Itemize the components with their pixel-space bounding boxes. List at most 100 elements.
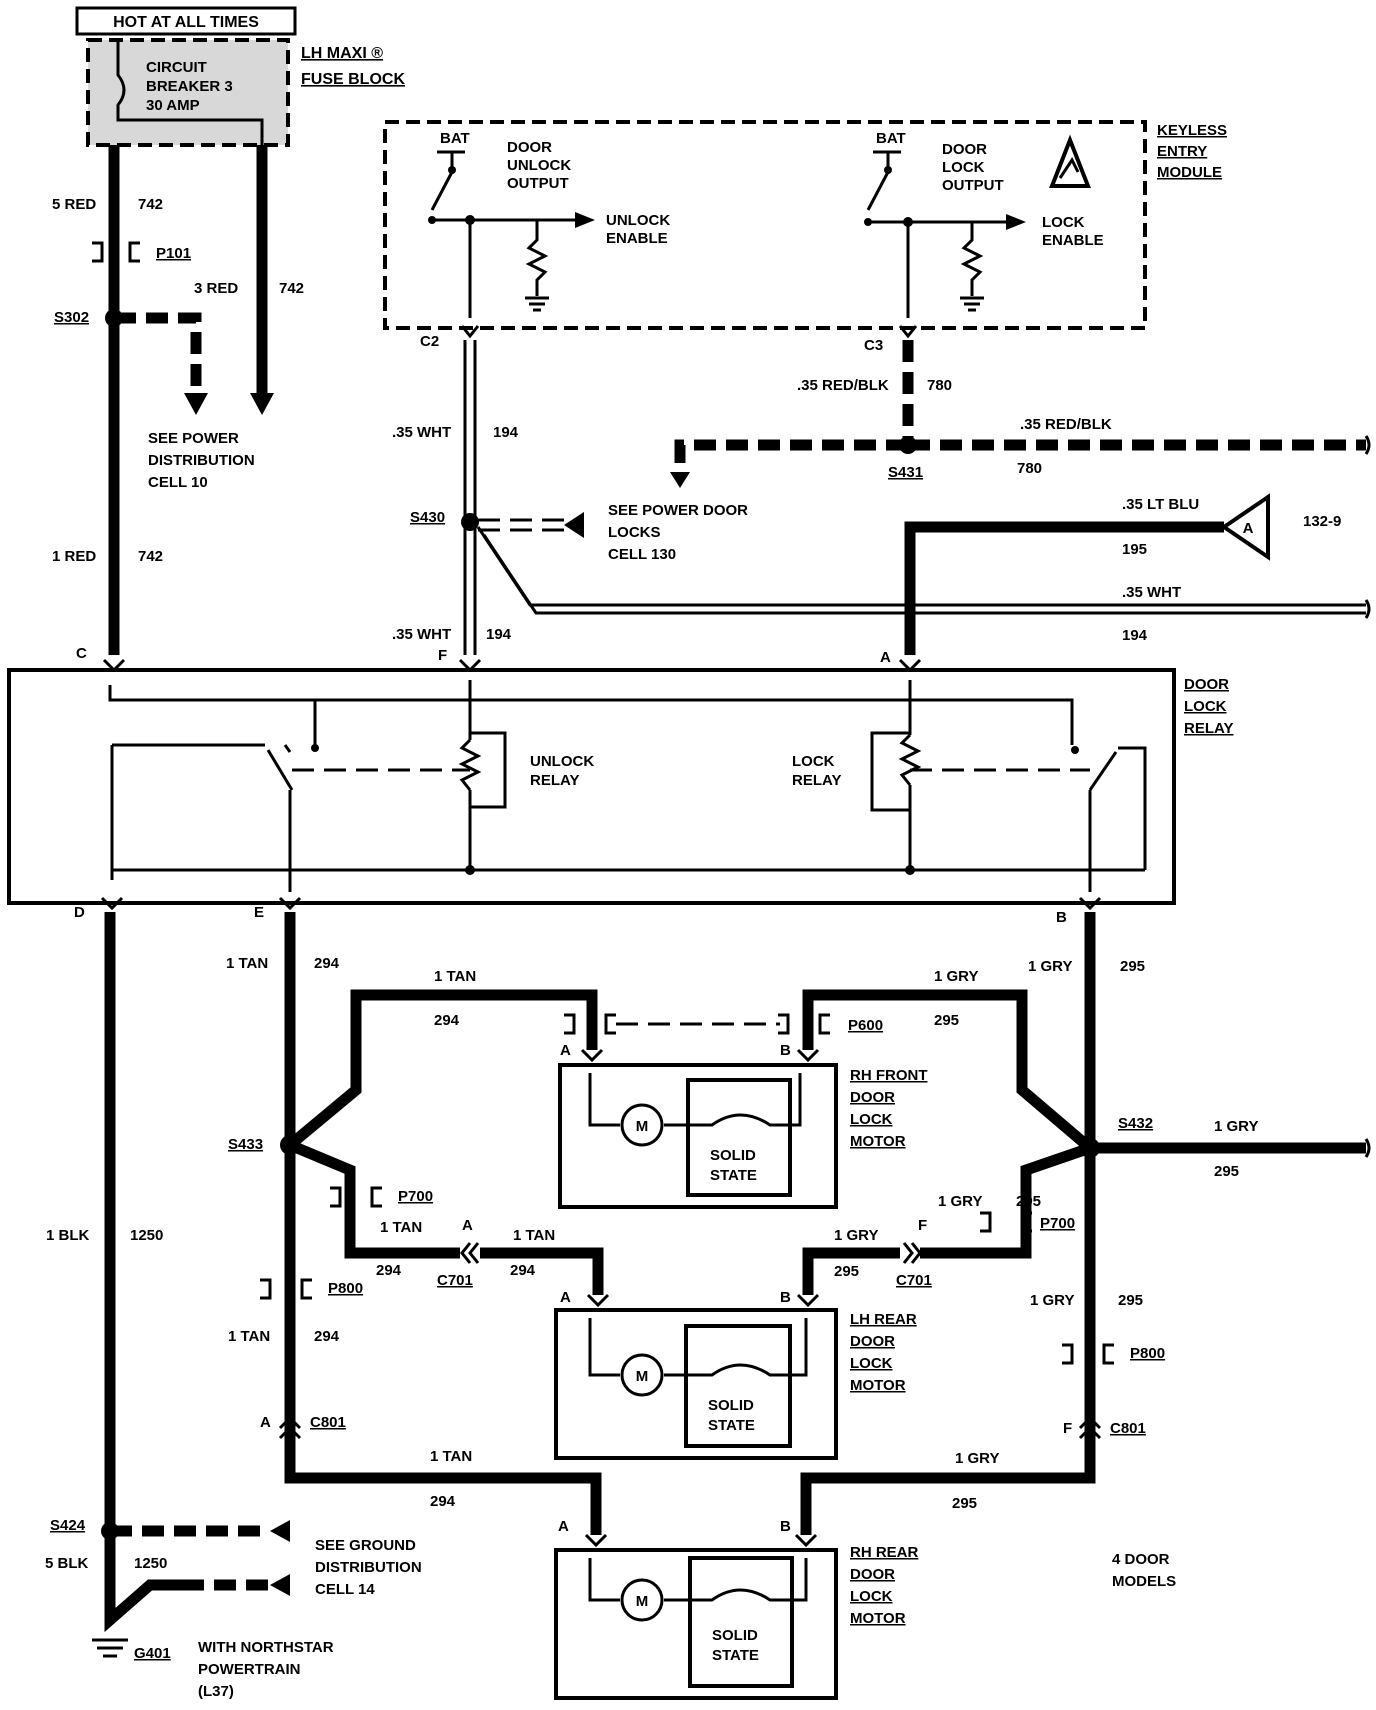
wire-294-rh-front	[286, 989, 598, 1150]
rhf-pin-b: B	[780, 1042, 791, 1059]
lock-resistor	[960, 222, 984, 296]
lock-relay-2: RELAY	[792, 772, 841, 789]
wire-1gry-label-1: 1 GRY	[1028, 958, 1072, 975]
wire-end-780	[1364, 435, 1371, 455]
p800-right-label: P800	[1130, 1345, 1165, 1362]
c701-left-pin: A	[462, 1217, 473, 1234]
lock-output-3: OUTPUT	[942, 177, 1004, 194]
unlock-enable-arrow	[575, 212, 595, 228]
power-door-locks-3: CELL 130	[608, 546, 676, 563]
p800-left-b	[300, 1278, 312, 1300]
conn-c3-label: C3	[864, 337, 883, 354]
wire-294-label-2: 294	[434, 1012, 460, 1029]
hot-label: HOT AT ALL TIMES	[113, 14, 259, 31]
wire-1tan-label-4: 1 TAN	[513, 1227, 555, 1244]
wire-s431-to-locks	[674, 439, 908, 472]
splice-s430	[461, 513, 479, 531]
unlock-relay-1: UNLOCK	[530, 753, 594, 770]
wire-redblk35-label-2: .35 RED/BLK	[1020, 416, 1112, 433]
wire-194-label-1: 194	[493, 424, 519, 441]
wire-194-through	[476, 526, 1366, 615]
wire-1gry-label-3: 1 GRY	[1214, 1118, 1258, 1135]
wire-294-label-3: 294	[376, 1262, 402, 1279]
wire-1tan-label-2: 1 TAN	[434, 968, 476, 985]
lhr-switch-wire	[664, 1318, 808, 1377]
bat-right-label: BAT	[876, 130, 906, 147]
wire-s430-to-locks	[478, 518, 565, 532]
wire-780-label-1: 780	[927, 377, 952, 394]
relay-pin-c-symbol	[102, 658, 126, 673]
relay-bus-top	[108, 685, 1074, 745]
rhf-solid-2: STATE	[710, 1167, 757, 1184]
wire-295-label-7: 295	[952, 1495, 977, 1512]
esd-warning-icon	[1049, 134, 1091, 188]
power-door-locks-2: LOCKS	[608, 524, 661, 541]
relay-pin-b: B	[1056, 909, 1067, 926]
c801-left-label: C801	[310, 1414, 346, 1431]
wire-redblk35-label-1: .35 RED/BLK	[797, 377, 889, 394]
p600-label: P600	[848, 1017, 883, 1034]
wire-s302-branch	[114, 312, 202, 395]
relay-pin-d-symbol	[100, 896, 124, 911]
arrow-s431-locks	[670, 472, 690, 488]
wire-5blk-label: 5 BLK	[45, 1555, 89, 1572]
unlock-relay-2: RELAY	[530, 772, 579, 789]
wire-295-rh-front	[802, 989, 1094, 1153]
rhr-pin-b: B	[780, 1518, 791, 1535]
wire-780-label-2: 780	[1017, 460, 1042, 477]
ref-132-label: 132-9	[1303, 513, 1341, 530]
wire-294-rh-rear	[284, 1440, 602, 1535]
rhr-motor-icon	[620, 1578, 664, 1622]
power-dist-1: SEE POWER	[148, 430, 239, 447]
rhf-name-2: DOOR	[850, 1089, 895, 1106]
bat-right-contact	[884, 166, 892, 174]
ref-a-label: A	[1243, 520, 1254, 537]
wire-294-label-4: 294	[510, 1262, 536, 1279]
lock-enable-2: ENABLE	[1042, 232, 1104, 249]
rhr-name-4: MOTOR	[850, 1610, 906, 1627]
wire-294-label-5: 294	[314, 1328, 340, 1345]
unlock-enable-2: ENABLE	[606, 230, 668, 247]
p800-right-a	[1062, 1343, 1074, 1365]
conn-c3-symbol	[898, 325, 918, 339]
rhr-pin-a: A	[558, 1518, 569, 1535]
c701-left-label: C701	[437, 1272, 473, 1289]
ground-dist-3: CELL 14	[315, 1581, 375, 1598]
rhf-name-4: MOTOR	[850, 1133, 906, 1150]
wire-1red-label: 1 RED	[52, 548, 96, 565]
p600-right-a	[778, 1013, 790, 1035]
wire-195-label: 195	[1122, 541, 1147, 558]
wire-194-label-2: 194	[486, 626, 512, 643]
unlock-output-2: UNLOCK	[507, 157, 571, 174]
arrow-power-dist-1	[184, 393, 208, 415]
rhr-switch-wire	[664, 1558, 808, 1602]
unlock-switch-blade	[430, 171, 454, 211]
relay-pin-d: D	[74, 904, 85, 921]
wire-1tan-label-1: 1 TAN	[226, 955, 268, 972]
rhf-switch-wire	[664, 1073, 802, 1127]
g401-label: G401	[134, 1645, 171, 1662]
wire-295-lh-rear	[802, 1247, 900, 1295]
power-door-locks-1: SEE POWER DOOR	[608, 502, 748, 519]
lhr-pin-a: A	[560, 1289, 571, 1306]
keyless-entry-module	[383, 120, 1147, 330]
wire-end-194	[1364, 599, 1371, 619]
relay-lock-nc-line	[1118, 746, 1147, 870]
p700-left-b	[370, 1186, 382, 1208]
s302-label: S302	[54, 309, 89, 326]
wire-wht35-label-3: .35 WHT	[1122, 584, 1181, 601]
ground-dist-1: SEE GROUND	[315, 1537, 416, 1554]
relay-unlock-contact	[311, 744, 319, 752]
wire-1tan-label-3: 1 TAN	[380, 1219, 422, 1236]
ground-dist-2: DISTRIBUTION	[315, 1559, 422, 1576]
rhf-motor-icon	[620, 1103, 664, 1147]
lh-rear-motor-box	[554, 1308, 838, 1460]
wire-1250-label-2: 1250	[134, 1555, 167, 1572]
rhf-motor-symbol: M	[636, 1118, 649, 1135]
wire-1tan-label-6: 1 TAN	[430, 1448, 472, 1465]
lock-output-2: LOCK	[942, 159, 985, 176]
p101-label: P101	[156, 245, 191, 262]
lock-coil	[898, 733, 922, 786]
wire-1250-blk	[104, 912, 200, 1633]
wire-294-lh-rear	[480, 1247, 604, 1295]
